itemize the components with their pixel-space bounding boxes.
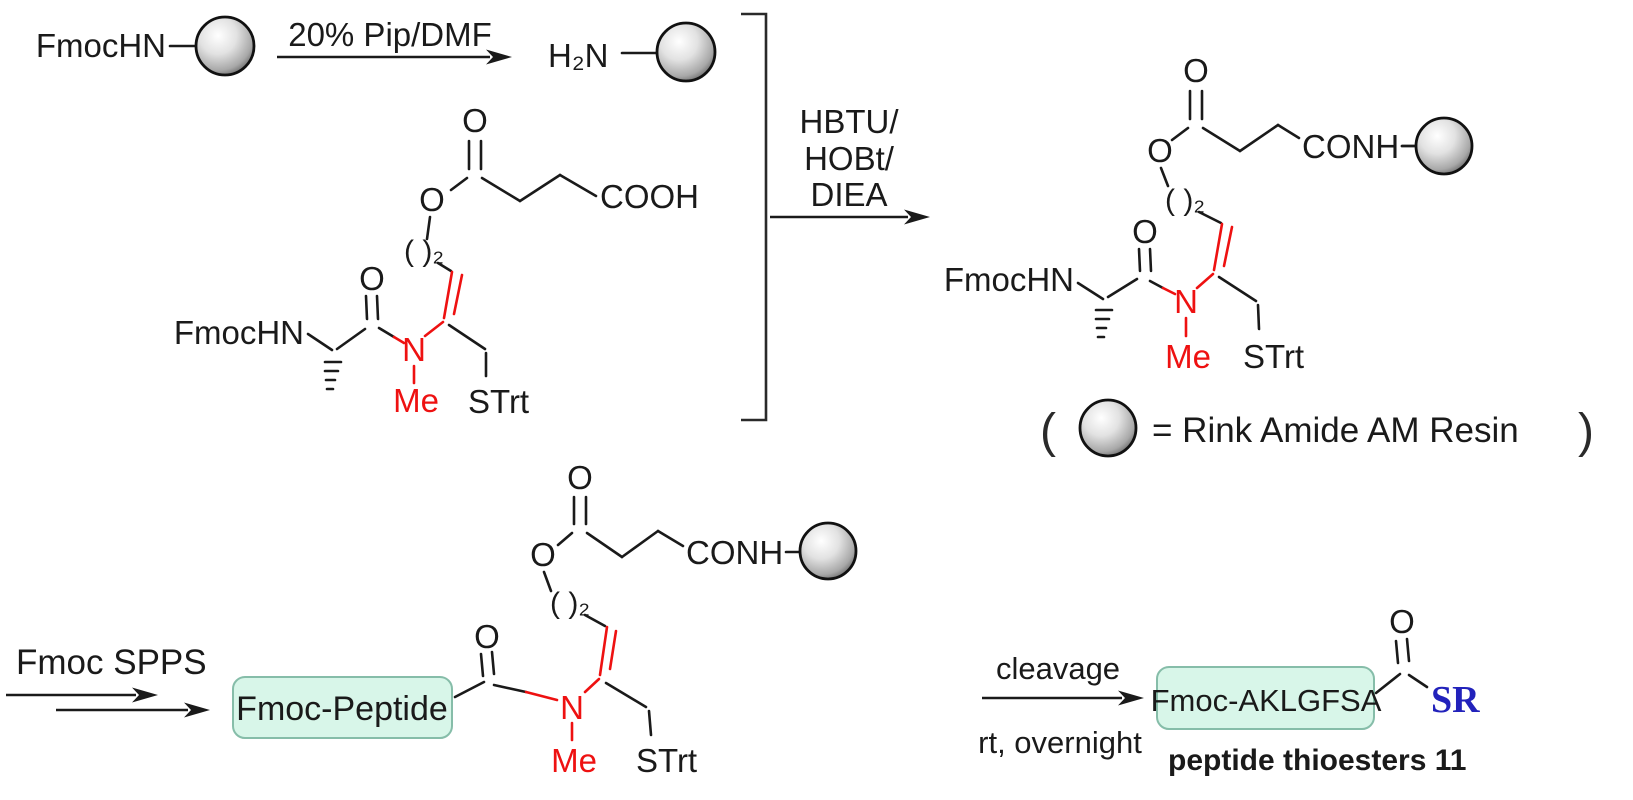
amide-o-label: O — [1132, 213, 1158, 250]
thioester-o-label: O — [1389, 603, 1415, 640]
resin-legend: ( = Rink Amide AM Resin ) — [1040, 398, 1594, 458]
carbonyl-o-label: O — [1183, 52, 1209, 89]
amide-o-label: O — [474, 618, 500, 655]
bonds-red — [1161, 222, 1234, 338]
step2-coupling: HBTU/ HOBt/ DIEA — [770, 103, 930, 225]
fmochn-label-start: FmocHN — [36, 27, 166, 64]
bonds-black — [453, 495, 801, 737]
step4-cleavage: cleavage rt, overnight — [978, 651, 1144, 760]
strt-label: STrt — [1243, 338, 1304, 375]
conh-label: CONH — [1302, 128, 1399, 165]
coupling-reagent-1: HBTU/ — [800, 103, 900, 140]
conh-label: CONH — [686, 534, 783, 571]
resin-bead — [194, 15, 256, 77]
coupling-reagent-3: DIEA — [810, 176, 887, 213]
product-peptide-box — [1156, 666, 1375, 730]
bonds-red — [392, 270, 464, 385]
resin-bead — [798, 521, 858, 581]
ester-o-label: O — [419, 181, 445, 218]
ch2x2-label: ( )₂ — [550, 587, 590, 620]
closing-bracket — [741, 12, 768, 422]
cleavage-conditions-label: rt, overnight — [978, 725, 1142, 760]
fmoc-peptide-label: Fmoc-Peptide — [236, 690, 448, 728]
fmochn-label: FmocHN — [174, 314, 304, 351]
bonds-red — [524, 625, 618, 742]
ch2x2-label: ( )₂ — [1165, 184, 1205, 217]
carbonyl-o-label: O — [567, 459, 593, 496]
step1-deprotection: FmocHN 20% Pip/DMF H₂N — [36, 15, 717, 83]
n-label: N — [1174, 283, 1198, 320]
amine-label: H₂N — [548, 37, 608, 74]
ester-o-label: O — [1147, 132, 1173, 169]
bonds-black — [306, 139, 598, 391]
deprotection-reagent-label: 20% Pip/DMF — [288, 16, 492, 53]
arrowhead — [132, 687, 158, 703]
n-label: N — [402, 331, 426, 368]
structure-auxiliary-acid: O O COOH ( )₂ O FmocHN N Me STrt — [174, 102, 699, 420]
me-label: Me — [551, 742, 597, 779]
strt-label: STrt — [468, 383, 529, 420]
n-label: N — [560, 689, 584, 726]
carbonyl-o-label: O — [462, 102, 488, 139]
ch2x2-label: ( )₂ — [404, 235, 444, 268]
arrowhead — [1118, 690, 1144, 706]
thioester-sr-label: SR — [1431, 679, 1480, 721]
structure-peptide-on-resin: O O CONH ( )₂ O N Me STrt Fmoc-Peptide — [232, 459, 858, 779]
structure-auxiliary-on-resin: O O CONH ( )₂ O FmocHN N Me STrt — [944, 52, 1474, 375]
coupling-reagent-2: HOBt/ — [804, 140, 895, 177]
legend-text: = Rink Amide AM Resin — [1152, 411, 1519, 450]
resin-bead — [1078, 398, 1138, 458]
bonds-black — [1076, 89, 1417, 339]
amide-o-label: O — [359, 260, 385, 297]
arrowhead — [486, 49, 512, 65]
bonds-black — [1374, 637, 1429, 695]
cleavage-label: cleavage — [996, 651, 1120, 686]
spps-label: Fmoc SPPS — [16, 643, 207, 682]
resin-bead — [1414, 116, 1474, 176]
product-peptide-thioester: Fmoc-AKLGFSA O SR peptide thioesters 11 — [1151, 603, 1481, 777]
product-caption: peptide thioesters 11 — [1168, 744, 1466, 777]
step3-spps: Fmoc SPPS — [6, 643, 210, 718]
cooh-label: COOH — [600, 178, 699, 215]
arrowhead — [184, 702, 210, 718]
ester-o-label: O — [530, 536, 556, 573]
resin-bead — [655, 21, 717, 83]
me-label: Me — [1165, 338, 1211, 375]
product-peptide-label: Fmoc-AKLGFSA — [1151, 683, 1382, 718]
fmochn-label: FmocHN — [944, 261, 1074, 298]
arrowhead — [904, 209, 930, 225]
legend-open-paren: ( — [1040, 405, 1056, 458]
fmoc-peptide-box — [232, 676, 453, 739]
legend-close-paren: ) — [1578, 405, 1594, 458]
strt-label: STrt — [636, 742, 697, 779]
me-label: Me — [393, 382, 439, 419]
